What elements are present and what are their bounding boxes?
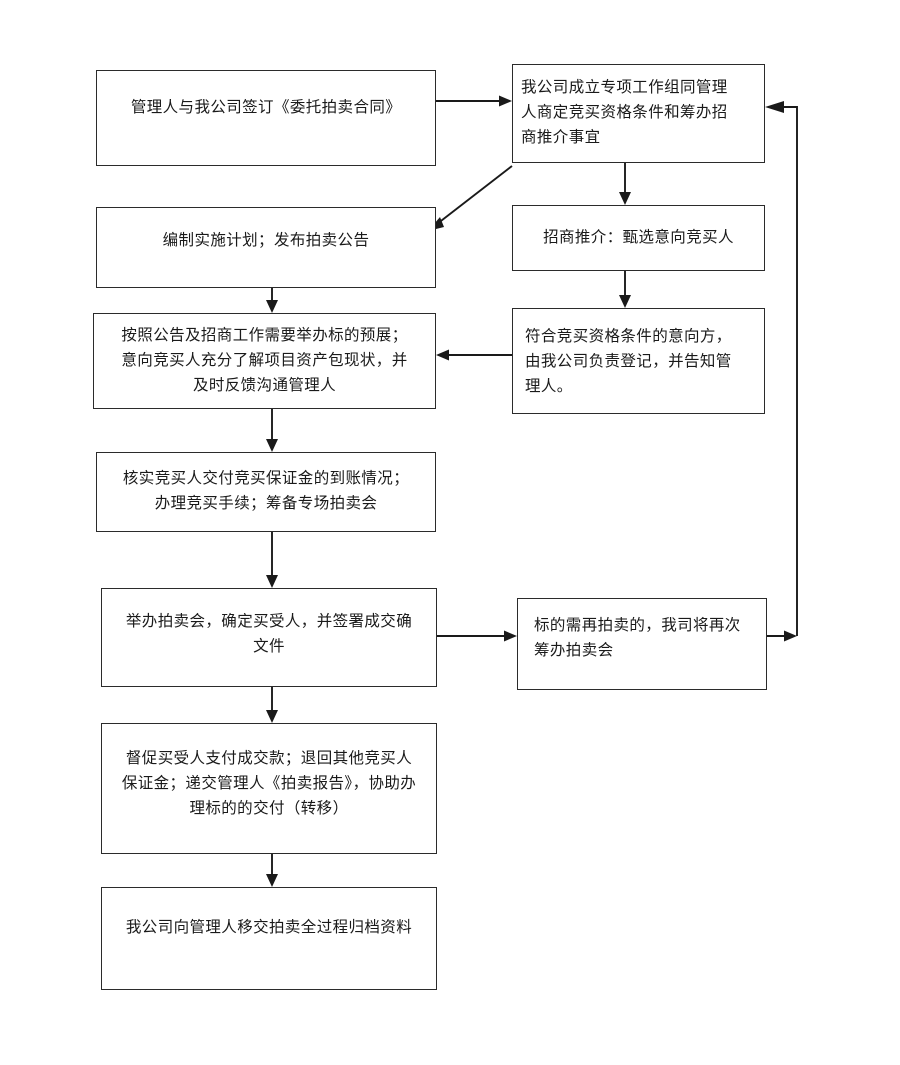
connector-R4-to-R1-feedback [765, 101, 798, 642]
process-node-verify-deposit[interactable]: 核实竞买人交付竞买保证金的到账情况； 办理竞买手续；筹备专场拍卖会 [96, 452, 436, 532]
connector-R1-to-L2 [428, 165, 513, 231]
connector-R2-to-R3 [619, 271, 631, 308]
process-node-re-auction[interactable]: 标的需再拍卖的，我司将再次 筹办拍卖会 [517, 598, 767, 690]
node-label: 招商推介：甄选意向竞买人 [543, 229, 734, 246]
process-node-implementation-plan-announcement[interactable]: 编制实施计划；发布拍卖公告 [96, 207, 436, 288]
connector-L6-to-L7 [266, 854, 278, 887]
node-label: 编制实施计划；发布拍卖公告 [162, 232, 370, 249]
connector-L3-to-L4 [266, 409, 278, 452]
process-node-payment-and-delivery[interactable]: 督促买受人支付成交款；退回其他竞买人 保证金；递交管理人《拍卖报告》，协助办 理… [101, 723, 437, 854]
process-node-register-qualified-bidders[interactable]: 符合竞买资格条件的意向方， 由我公司负责登记，并告知管 理人。 [512, 308, 765, 414]
connector-L1-to-R1 [436, 95, 512, 107]
node-label: 我公司成立专项工作组同管理 人商定竞买资格条件和筹办招 商推介事宜 [521, 79, 728, 147]
node-label: 核实竞买人交付竞买保证金的到账情况； 办理竞买手续；筹备专场拍卖会 [122, 470, 410, 513]
process-node-archive-handover[interactable]: 我公司向管理人移交拍卖全过程归档资料 [101, 887, 437, 990]
process-node-hold-auction[interactable]: 举办拍卖会，确定买受人，并签署成交确 文件 [101, 588, 437, 687]
node-label: 管理人与我公司签订《委托拍卖合同》 [130, 99, 402, 116]
process-node-investment-promotion[interactable]: 招商推介：甄选意向竞买人 [512, 205, 765, 271]
node-label: 标的需再拍卖的，我司将再次 筹办拍卖会 [534, 617, 741, 660]
node-label: 督促买受人支付成交款；退回其他竞买人 保证金；递交管理人《拍卖报告》，协助办 理… [121, 750, 417, 818]
process-node-preview-exhibition[interactable]: 按照公告及招商工作需要举办标的预展； 意向竞买人充分了解项目资产包现状，并 及时… [93, 313, 436, 409]
connector-L5-to-L6 [266, 687, 278, 723]
process-node-sign-auction-contract[interactable]: 管理人与我公司签订《委托拍卖合同》 [96, 70, 436, 166]
node-label: 我公司向管理人移交拍卖全过程归档资料 [125, 919, 413, 936]
node-label: 符合竞买资格条件的意向方， 由我公司负责登记，并告知管 理人。 [525, 328, 732, 396]
connector-L4-to-L5 [266, 532, 278, 588]
connector-R3-to-L3 [436, 349, 512, 361]
connector-L2-to-L3 [266, 288, 278, 313]
connector-R1-to-R2 [619, 163, 631, 205]
node-label: 按照公告及招商工作需要举办标的预展； 意向竞买人充分了解项目资产包现状，并 及时… [121, 327, 408, 395]
process-node-special-working-group[interactable]: 我公司成立专项工作组同管理 人商定竞买资格条件和筹办招 商推介事宜 [512, 64, 765, 163]
node-label: 举办拍卖会，确定买受人，并签署成交确 文件 [125, 613, 413, 656]
connector-L5-to-R4 [437, 630, 517, 642]
